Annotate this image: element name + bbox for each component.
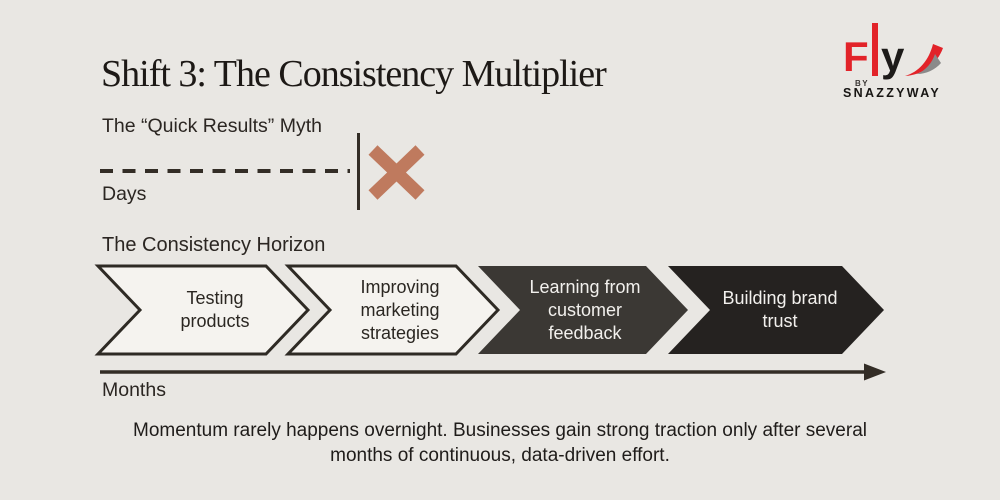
logo-by-label: BY <box>855 79 870 88</box>
stage-chevron-improving-marketing <box>284 264 501 356</box>
horizon-section-label: The Consistency Horizon <box>102 234 326 256</box>
page-title: Shift 3: The Consistency Multiplier <box>101 53 607 95</box>
stage-label-customer-feedback: Learning from customer feedback <box>529 276 641 343</box>
months-arrowhead <box>864 363 886 381</box>
months-axis-label: Months <box>102 379 166 401</box>
stage-label-testing-products: Testing products <box>180 288 250 331</box>
stage-label-brand-trust: Building brand trust <box>722 288 838 331</box>
logo-letter-f: F <box>843 33 869 80</box>
fly-swoosh-icon <box>905 44 943 76</box>
days-axis-label: Days <box>102 183 147 205</box>
x-mark-icon <box>368 145 425 200</box>
stage-chevron-brand-trust <box>668 266 884 354</box>
snazzyway-logo: F y BY SNAZZYWAY <box>843 22 973 104</box>
stage-chevron-testing-products <box>94 264 311 356</box>
logo-letter-y: y <box>881 33 905 80</box>
footer-note: Momentum rarely happens overnight. Busin… <box>133 420 867 466</box>
stage-chevron-customer-feedback <box>478 266 688 354</box>
stage-label-improving-marketing: Improving marketing strategies <box>360 276 440 343</box>
logo-brand-name: SNAZZYWAY <box>843 86 942 100</box>
myth-section-label: The “Quick Results” Myth <box>102 115 322 137</box>
logo-letter-l-bar <box>872 23 878 76</box>
